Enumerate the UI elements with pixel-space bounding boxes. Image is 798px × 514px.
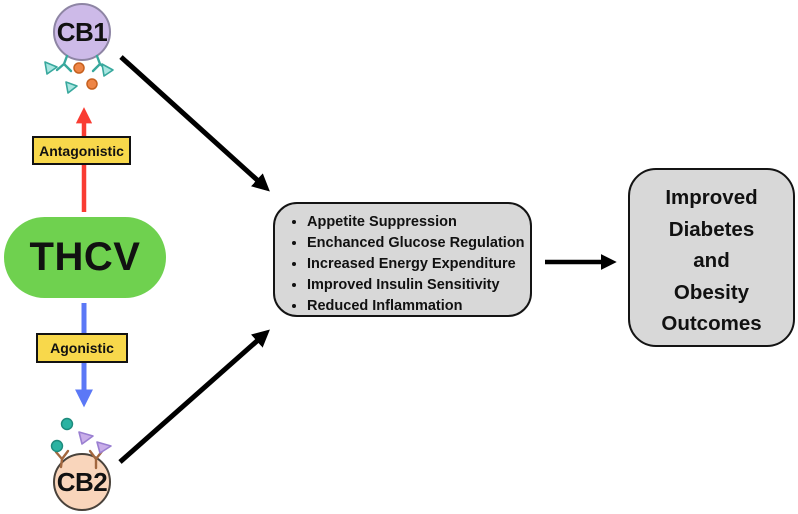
arrow-cb2-to-effects [118,329,270,464]
arrow-cb1-to-effects [119,55,270,192]
effect-item: Enchanced Glucose Regulation [307,233,525,254]
effect-item: Increased Energy Expenditure [307,254,525,275]
purple-triangle-ligand-icon [78,431,94,445]
cb1-receptor-ligand-cluster [44,54,114,94]
effects-box: Appetite Suppression Enchanced Glucose R… [273,202,532,317]
outcome-line: Obesity [673,280,750,304]
teal-dot-ligand-icon [50,439,64,453]
orange-dot-ligand-icon [73,62,85,74]
antagonistic-tag: Antagonistic [32,136,131,165]
agonistic-label: Agonistic [50,340,114,356]
outcome-box: Improved Diabetes and Obesity Outcomes [628,168,795,347]
outcome-line: and [693,249,730,272]
effects-list: Appetite Suppression Enchanced Glucose R… [275,204,527,317]
outcome-line: Improved [665,186,758,209]
teal-y-receptor-icon [91,54,109,73]
effect-item: Reduced Inflammation [307,296,525,317]
cb1-label: CB1 [56,16,108,47]
effect-item: Appetite Suppression [307,212,525,233]
cb1-node: CB1 [53,3,111,61]
cb2-node: CB2 [53,453,111,511]
outcome-line: Diabetes [668,217,755,241]
teal-triangle-ligand-icon [101,63,114,77]
thcv-label: THCV [29,235,141,279]
thcv-node: THCV [4,217,166,298]
teal-triangle-ligand-icon [44,61,58,75]
teal-dot-ligand-icon [60,417,74,431]
purple-triangle-ligand-icon [96,441,112,454]
teal-triangle-ligand-icon [65,81,78,94]
effect-item: Improved Insulin Sensitivity [307,275,525,296]
orange-dot-ligand-icon [86,78,98,90]
cb2-label: CB2 [56,466,108,497]
agonistic-tag: Agonistic [36,333,128,363]
antagonistic-label: Antagonistic [39,142,124,159]
outcome-line: Outcomes [661,312,762,335]
